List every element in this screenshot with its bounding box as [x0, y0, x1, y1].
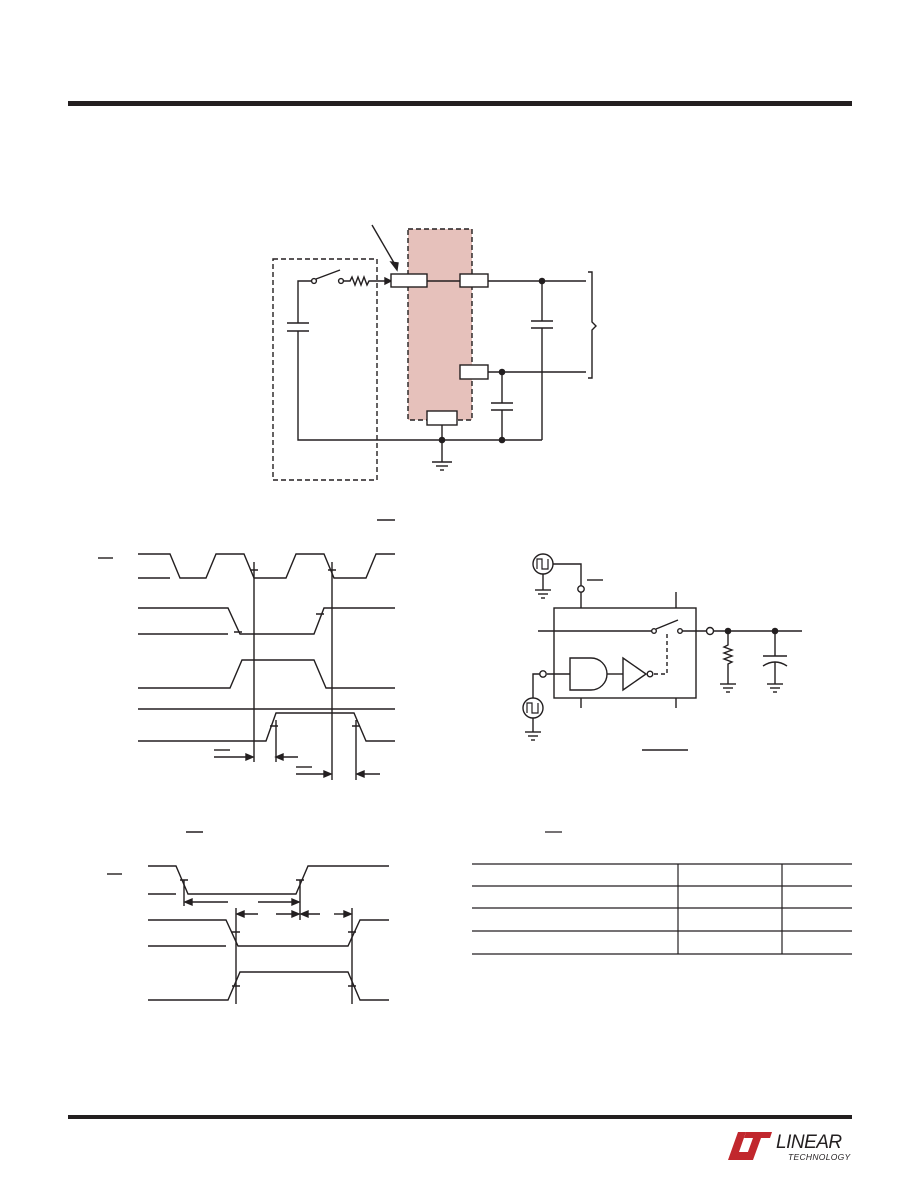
lt-logo-icon: [728, 1132, 752, 1160]
load-resistor: [722, 631, 734, 684]
tester-dashed-box: [272, 258, 378, 481]
waveform-2: [138, 607, 395, 635]
resistor-zigzag: [343, 275, 390, 287]
tester-top-wire: [297, 280, 312, 323]
pointer-arrow: [371, 224, 398, 269]
pin-output: [705, 626, 715, 636]
logo-wordmark: LINEAR: [776, 1132, 842, 1153]
node-ground: [438, 436, 446, 444]
switch-contact-1: [310, 277, 318, 285]
internal-switch-contact-1: [651, 628, 658, 635]
waveform-clock: [138, 553, 395, 579]
ic-outline: [553, 607, 697, 699]
waveform-3: [138, 659, 395, 689]
buffer-triangle: [622, 656, 648, 692]
footer-rule: [68, 1115, 852, 1119]
node-bottom-right: [498, 436, 506, 444]
pulse-generator-bottom-symbol: [526, 702, 539, 714]
resistor-arrowhead: [384, 276, 393, 286]
and-gate: [569, 657, 608, 691]
header-rule: [68, 101, 852, 106]
waveform-b2: [148, 919, 389, 947]
waveform-b3: [148, 971, 389, 1001]
logo-subtitle: TECHNOLOGY: [788, 1152, 851, 1162]
pulse-generator-top-symbol: [536, 558, 549, 570]
device-shaded-region: [407, 228, 473, 421]
pointer-arrowhead: [389, 261, 399, 272]
tick-marks-b: [180, 879, 356, 987]
output-brace: [588, 271, 597, 379]
switch-arm: [315, 269, 341, 280]
waveform-4: [138, 712, 395, 742]
buffer-bubble: [646, 670, 654, 678]
tick-marks: [234, 569, 360, 727]
waveform-b1: [148, 865, 389, 895]
internal-switch-arm: [655, 619, 679, 630]
